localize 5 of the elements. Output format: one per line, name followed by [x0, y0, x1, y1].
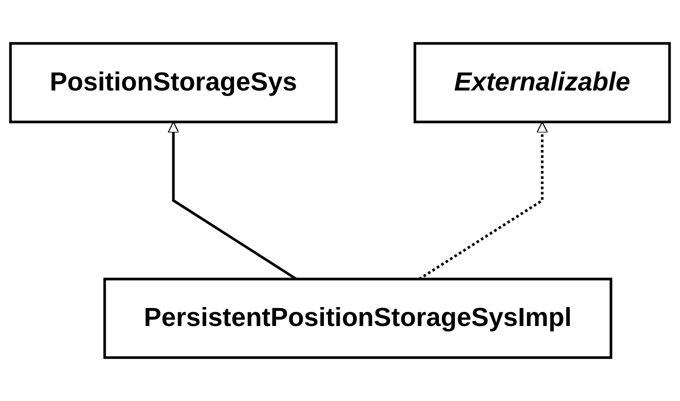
node-box: Externalizable	[414, 42, 671, 124]
node-box: PersistentPositionStorageSysImpl	[103, 278, 612, 359]
node-box: PositionStorageSys	[9, 42, 338, 124]
arrow	[418, 121, 548, 280]
arrow	[168, 121, 298, 280]
